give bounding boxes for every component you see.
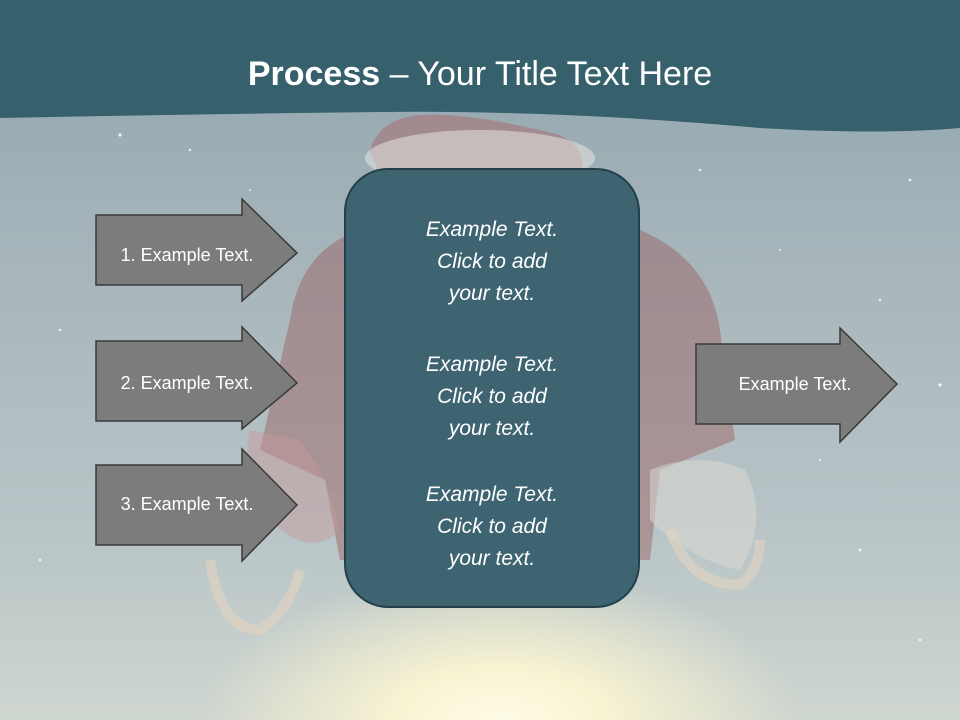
center-block-3-line1: Example Text. bbox=[425, 483, 559, 506]
output-label: Example Text. bbox=[738, 374, 852, 394]
center-text-block-2: Example Text. Click to add your text. bbox=[346, 349, 638, 445]
center-content-box[interactable]: Example Text. Click to add your text. Ex… bbox=[344, 168, 640, 608]
title-bold: Process bbox=[247, 55, 381, 93]
center-block-1-line1: Example Text. bbox=[425, 218, 559, 241]
step-arrow-3[interactable] bbox=[94, 447, 300, 565]
center-block-2-line2: Click to add bbox=[437, 385, 547, 408]
output-arrow[interactable] bbox=[694, 326, 900, 446]
step-label-2: 2. Example Text. bbox=[120, 373, 254, 393]
header-band bbox=[0, 0, 960, 132]
step-label-3: 3. Example Text. bbox=[120, 494, 254, 514]
center-block-1-line2: Click to add bbox=[437, 250, 547, 273]
step-arrow-1[interactable] bbox=[94, 197, 300, 303]
page-title: Process – Your Title Text Here bbox=[0, 52, 960, 96]
center-block-1-line3: your text. bbox=[448, 282, 536, 305]
step-label-1: 1. Example Text. bbox=[120, 245, 254, 265]
center-block-3-line3: your text. bbox=[448, 547, 536, 570]
title-rest: – Your Title Text Here bbox=[380, 55, 713, 93]
center-text-block-1: Example Text. Click to add your text. bbox=[346, 214, 638, 310]
center-block-3-line2: Click to add bbox=[437, 515, 547, 538]
center-text-block-3: Example Text. Click to add your text. bbox=[346, 479, 638, 575]
center-block-2-line3: your text. bbox=[448, 417, 536, 440]
step-arrow-2[interactable] bbox=[94, 325, 300, 431]
center-block-2-line1: Example Text. bbox=[425, 353, 559, 376]
